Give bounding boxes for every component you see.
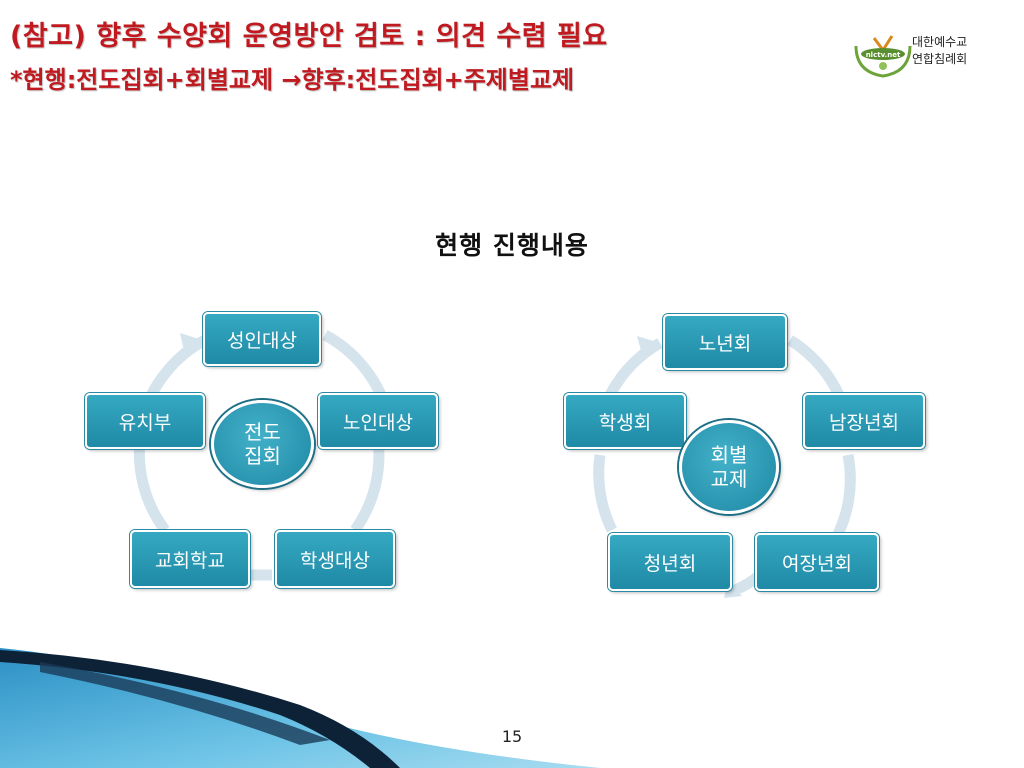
cycle-arrowhead-right [637, 336, 660, 358]
node-womens-group: 여장년회 [755, 533, 879, 591]
node-student-group: 학생회 [564, 393, 686, 449]
hub-evangelism-meeting: 전도 집회 [211, 400, 314, 488]
church-logo: nlctv.net [854, 35, 912, 78]
node-adults: 성인대상 [203, 312, 321, 366]
hub-evangelism-line2: 집회 [244, 444, 281, 468]
node-seniors: 노인대상 [318, 393, 438, 449]
node-church-school: 교회학교 [130, 530, 250, 588]
cycle-arrowhead-left [180, 333, 202, 355]
hub-evangelism-line1: 전도 [244, 420, 281, 444]
node-youth-group: 청년회 [608, 533, 732, 591]
slide-title-line2: *현행:전도집회+회별교제 →향후:전도집회+주제별교제 [10, 66, 575, 94]
node-students: 학생대상 [275, 530, 395, 588]
diagram-heading: 현행 진행내용 [435, 231, 589, 260]
organization-name: 대한예수교 연합침례회 [912, 34, 967, 68]
organization-name-line1: 대한예수교 [912, 35, 968, 49]
hub-fellowship-line2: 교제 [710, 467, 748, 491]
hub-group-fellowship: 회별 교제 [679, 420, 779, 514]
hub-fellowship-line1: 회별 [710, 443, 748, 467]
logo-text: nlctv.net [866, 51, 901, 59]
node-kindergarten: 유치부 [85, 393, 205, 449]
slide-title-line1: (참고) 향후 수양회 운영방안 검토 : 의견 수렴 필요 [10, 21, 608, 52]
node-elderly-group: 노년회 [663, 314, 787, 370]
node-mens-group: 남장년회 [803, 393, 925, 449]
organization-name-line2: 연합침례회 [912, 52, 968, 66]
page-number: 15 [501, 727, 523, 746]
